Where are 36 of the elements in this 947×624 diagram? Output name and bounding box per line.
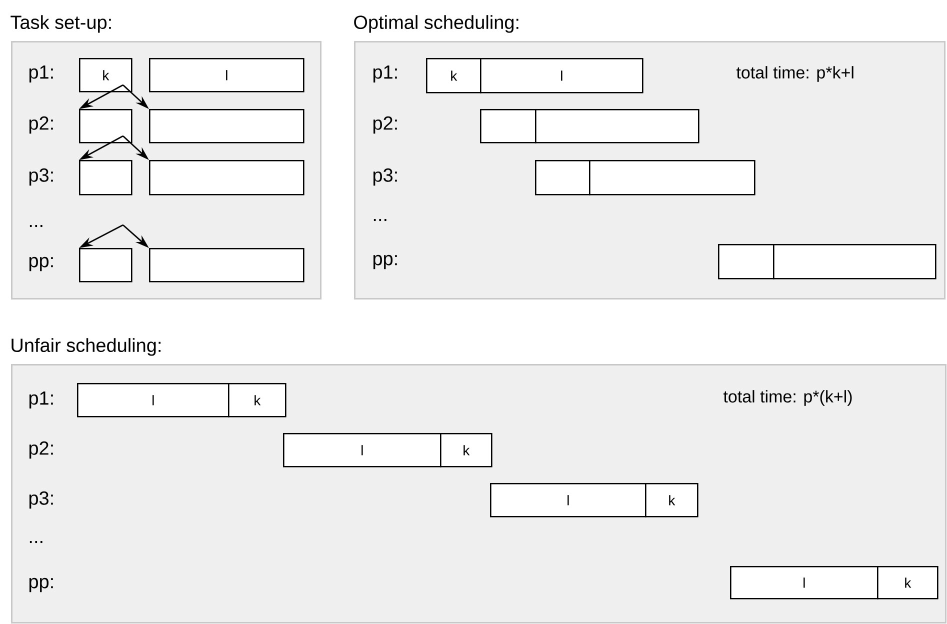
time-box: k (79, 58, 132, 92)
time-box (149, 160, 304, 196)
row-label: pp: (29, 578, 53, 592)
time-box (79, 109, 132, 144)
time-box: k (440, 433, 492, 468)
row-label: ... (30, 541, 42, 544)
note-text: total time: p*(k+l) (723, 390, 852, 406)
time-box (79, 248, 132, 282)
row-label: ... (30, 225, 42, 228)
time-box: k (426, 58, 482, 94)
time-box (535, 160, 590, 196)
node-label: Unfair scheduling: (12, 338, 160, 356)
time-box: l (149, 58, 304, 92)
row-label: p2: (29, 116, 53, 134)
note-text: total time: p*k+l (736, 66, 854, 82)
row-label: pp: (373, 254, 397, 270)
row-label: p3: (29, 168, 53, 186)
row-label: p1: (29, 66, 53, 82)
node-label: Task set-up: (10, 15, 111, 33)
row-label: p1: (29, 392, 53, 408)
row-label: pp: (29, 256, 53, 272)
row-label: ... (374, 219, 386, 222)
row-label: p2: (29, 441, 53, 459)
row-label: p3: (29, 491, 53, 509)
time-box (149, 248, 304, 282)
node-label: Optimal scheduling: (354, 15, 518, 33)
time-box (718, 244, 774, 280)
time-box: k (645, 483, 698, 518)
time-box: k (228, 383, 286, 418)
row-label: p1: (373, 66, 397, 82)
time-box (79, 160, 132, 196)
time-box (149, 109, 304, 144)
row-label: p3: (373, 168, 397, 186)
row-label: p2: (373, 116, 397, 134)
time-box: k (877, 566, 938, 600)
time-box (480, 109, 536, 144)
